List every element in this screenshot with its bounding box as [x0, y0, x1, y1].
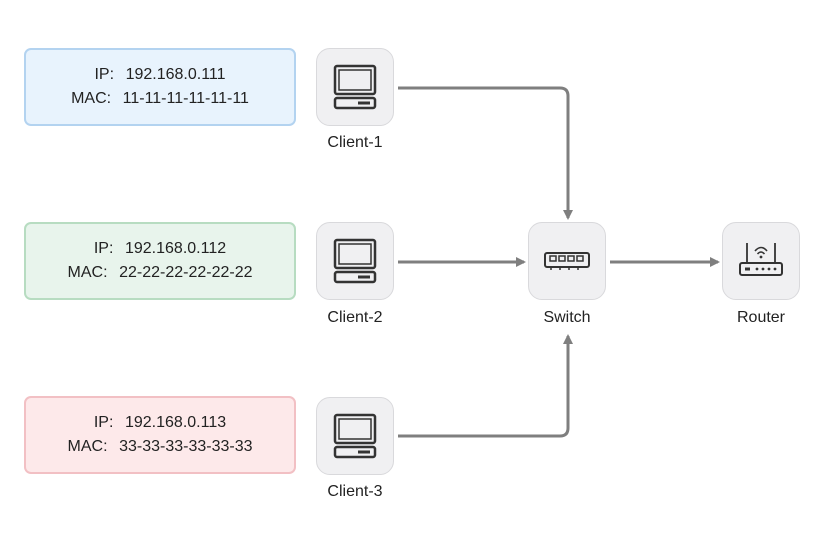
- client-3-info-box: IP:192.168.0.113 MAC:33-33-33-33-33-33: [24, 396, 296, 474]
- client-1-label: Client-1: [327, 134, 383, 151]
- ip-label: IP: [93, 414, 109, 431]
- client-3-node[interactable]: [316, 397, 394, 475]
- mac-label: MAC: [67, 438, 104, 455]
- client-2-label: Client-2: [327, 309, 383, 326]
- computer-icon: [333, 64, 377, 110]
- ip-label: IP: [94, 66, 110, 83]
- client-2-node[interactable]: [316, 222, 394, 300]
- client-1-node[interactable]: [316, 48, 394, 126]
- client-3-label: Client-3: [327, 483, 383, 500]
- client-1-info-box: IP:192.168.0.111 MAC:11-11-11-11-11-11: [24, 48, 296, 126]
- client-1-ip: 192.168.0.111: [125, 66, 226, 83]
- switch-label: Switch: [543, 309, 591, 326]
- computer-icon: [333, 413, 377, 459]
- computer-icon: [333, 238, 377, 284]
- router-label: Router: [736, 309, 786, 326]
- router-icon: [739, 243, 783, 276]
- ip-label: IP: [93, 240, 109, 257]
- switch-icon: [544, 252, 590, 270]
- client-3-ip: 192.168.0.113: [124, 414, 227, 431]
- router-node[interactable]: [722, 222, 800, 300]
- switch-node[interactable]: [528, 222, 606, 300]
- client-2-info-box: IP:192.168.0.112 MAC:22-22-22-22-22-22: [24, 222, 296, 300]
- client-2-ip: 192.168.0.112: [124, 240, 227, 257]
- mac-label: MAC: [67, 264, 104, 281]
- client-2-mac: 22-22-22-22-22-22: [119, 264, 253, 281]
- client-3-mac: 33-33-33-33-33-33: [119, 438, 253, 455]
- link-client-1-to-switch: [398, 86, 573, 220]
- mac-label: MAC: [71, 90, 107, 107]
- client-1-mac: 11-11-11-11-11-11: [122, 90, 249, 107]
- link-client-3-to-switch: [398, 334, 573, 438]
